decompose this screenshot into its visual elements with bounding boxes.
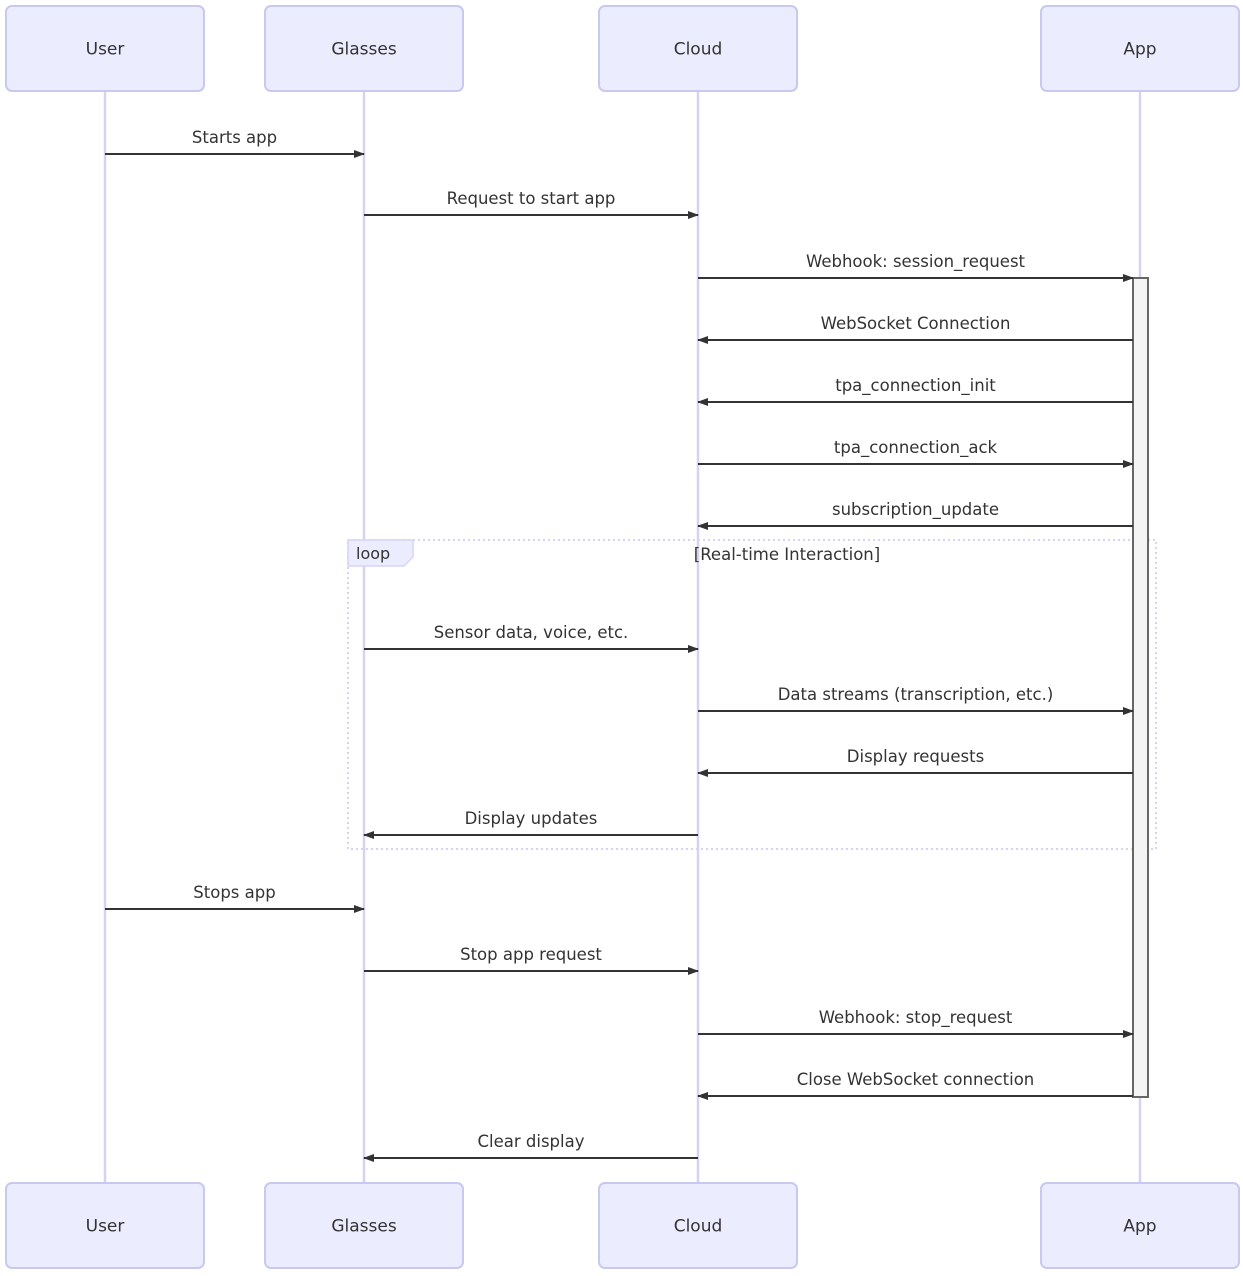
message-label-m16: Clear display (478, 1132, 585, 1151)
message-label-m15: Close WebSocket connection (797, 1070, 1035, 1089)
participant-box[interactable] (598, 1182, 798, 1269)
fragment-label-tag (347, 539, 414, 567)
participant-box[interactable] (598, 5, 798, 92)
message-label-m9: Data streams (transcription, etc.) (778, 685, 1054, 704)
participant-box[interactable] (5, 5, 205, 92)
participant-label-user: User (86, 1217, 125, 1237)
participant-label-cloud: Cloud (674, 1217, 723, 1237)
message-label-m5: tpa_connection_init (835, 376, 996, 396)
participant-cloud-top[interactable]: Cloud (598, 5, 798, 92)
message-label-m13: Stop app request (460, 945, 602, 964)
participant-box[interactable] (1040, 1182, 1240, 1269)
message-label-m10: Display requests (847, 747, 984, 766)
message-label-m6: tpa_connection_ack (834, 438, 998, 458)
participant-box[interactable] (264, 1182, 464, 1269)
participant-box[interactable] (1040, 5, 1240, 92)
fragment-title: [Real-time Interaction] (694, 545, 880, 564)
participant-label-app: App (1123, 40, 1156, 60)
message-label-m4: WebSocket Connection (821, 314, 1011, 333)
message-label-m14: Webhook: stop_request (819, 1008, 1013, 1028)
participant-label-user: User (86, 40, 125, 60)
participant-label-app: App (1123, 1217, 1156, 1237)
fragment-kind-label: loop (356, 544, 390, 563)
message-label-m1: Starts app (192, 128, 277, 147)
fragments-group: loop [Real-time Interaction] (347, 539, 1157, 850)
participant-label-cloud: Cloud (674, 40, 723, 60)
participant-glasses-top[interactable]: Glasses (264, 5, 464, 92)
message-label-m2: Request to start app (447, 189, 616, 208)
participant-user-bottom[interactable]: User (5, 1182, 205, 1269)
participant-label-glasses: Glasses (331, 40, 396, 60)
participant-user-top[interactable]: User (5, 5, 205, 92)
message-label-m7: subscription_update (832, 500, 999, 520)
fragment-box-loop (347, 539, 1157, 850)
message-label-m8: Sensor data, voice, etc. (434, 623, 629, 642)
message-label-m3: Webhook: session_request (806, 252, 1026, 272)
participant-app-top[interactable]: App (1040, 5, 1240, 92)
participant-box[interactable] (264, 5, 464, 92)
participant-glasses-bottom[interactable]: Glasses (264, 1182, 464, 1269)
participant-box[interactable] (5, 1182, 205, 1269)
activation-bar-app (1132, 277, 1149, 1098)
participant-app-bottom[interactable]: App (1040, 1182, 1240, 1269)
participant-label-glasses: Glasses (331, 1217, 396, 1237)
message-label-m12: Stops app (193, 883, 275, 902)
activations-group (1132, 277, 1149, 1098)
message-label-m11: Display updates (465, 809, 598, 828)
participant-cloud-bottom[interactable]: Cloud (598, 1182, 798, 1269)
